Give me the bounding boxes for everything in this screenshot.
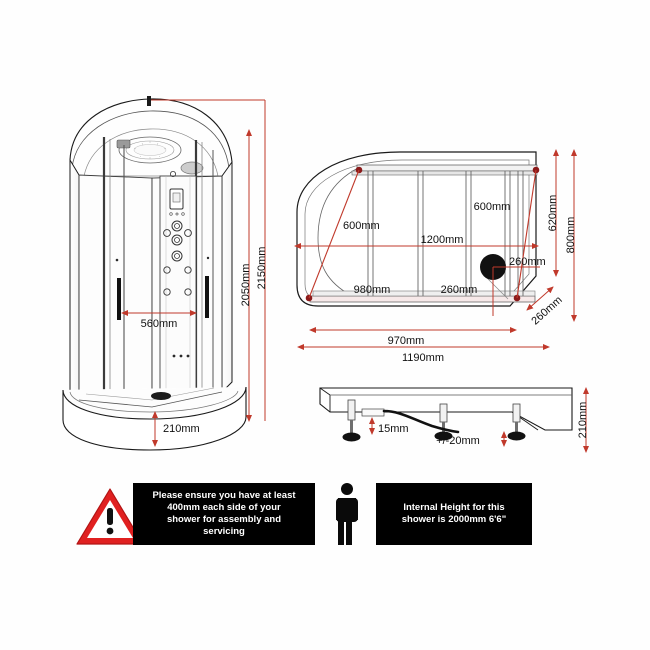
dim-plan-1200: 1200mm <box>294 234 539 249</box>
warning-triangle-icon <box>76 488 144 545</box>
dim-label-plan-260-mid: 260mm <box>441 284 478 296</box>
section-view-group: 15mm +/-20mm 210mm <box>319 387 589 453</box>
plan-view-group: 600mm 600mm 1200mm 980mm 260mm <box>294 149 577 364</box>
dim-label-plan-800: 800mm <box>565 217 577 254</box>
dim-plan-600-left: 600mm <box>308 169 380 299</box>
dim-label-plan-620: 620mm <box>547 195 559 232</box>
person-icon <box>336 483 358 545</box>
assembly-notice-line-2: 400mm each side of your <box>167 502 281 514</box>
dim-plan-1190: 1190mm <box>297 344 550 364</box>
dim-label-section-210: 210mm <box>577 402 589 439</box>
dim-label-plan-1190: 1190mm <box>402 352 444 364</box>
dim-label-section-15: 15mm <box>378 423 409 435</box>
dim-label-plan-1200: 1200mm <box>421 234 464 246</box>
internal-height-line-2: shower is 2000mm 6'6" <box>401 514 507 525</box>
dim-plan-620: 620mm <box>547 149 559 277</box>
internal-height-line-1: Internal Height for this <box>403 502 505 514</box>
dim-label-plan-260-right: 260mm <box>509 256 546 268</box>
dim-plan-260-mid: 260mm <box>441 267 494 316</box>
dim-front-210: 210mm <box>152 411 200 447</box>
dim-front-2150: 2150mm <box>150 99 268 421</box>
dim-label-front-2150: 2150mm <box>256 247 268 290</box>
dim-label-plan-980: 980mm <box>354 284 391 296</box>
assembly-notice-line-1: Please ensure you have at least <box>152 490 296 502</box>
dim-label-front-2050: 2050mm <box>240 264 252 307</box>
dim-plan-970: 970mm <box>309 327 517 347</box>
assembly-notice-line-4: servicing <box>203 525 245 537</box>
dim-label-plan-600-left: 600mm <box>343 220 380 232</box>
dim-plan-600-right: 600mm <box>474 169 537 299</box>
dim-front-560: 560mm <box>121 310 197 330</box>
dim-label-plan-970: 970mm <box>388 335 425 347</box>
dim-plan-260-right: 260mm <box>493 256 546 268</box>
front-view-group: 560mm 210mm 2050mm 2150mm <box>62 96 268 451</box>
dim-label-front-560: 560mm <box>141 318 178 330</box>
dim-section-210: 210mm <box>577 387 589 453</box>
dim-plan-800: 800mm <box>565 149 577 322</box>
dim-plan-980: 980mm <box>354 284 391 296</box>
dim-section-15: 15mm <box>369 417 409 435</box>
dim-front-2050: 2050mm <box>240 129 252 422</box>
internal-height-notice: Internal Height for this shower is 2000m… <box>376 483 532 545</box>
dim-label-front-210: 210mm <box>163 423 200 435</box>
dim-label-section-20: +/-20mm <box>436 435 480 447</box>
assembly-notice-line-3: shower for assembly and <box>166 514 282 525</box>
dim-label-plan-600-right: 600mm <box>474 201 511 213</box>
assembly-clearance-notice: Please ensure you have at least 400mm ea… <box>133 483 315 545</box>
section-legs <box>342 399 526 442</box>
dim-section-20: +/-20mm <box>436 431 507 447</box>
